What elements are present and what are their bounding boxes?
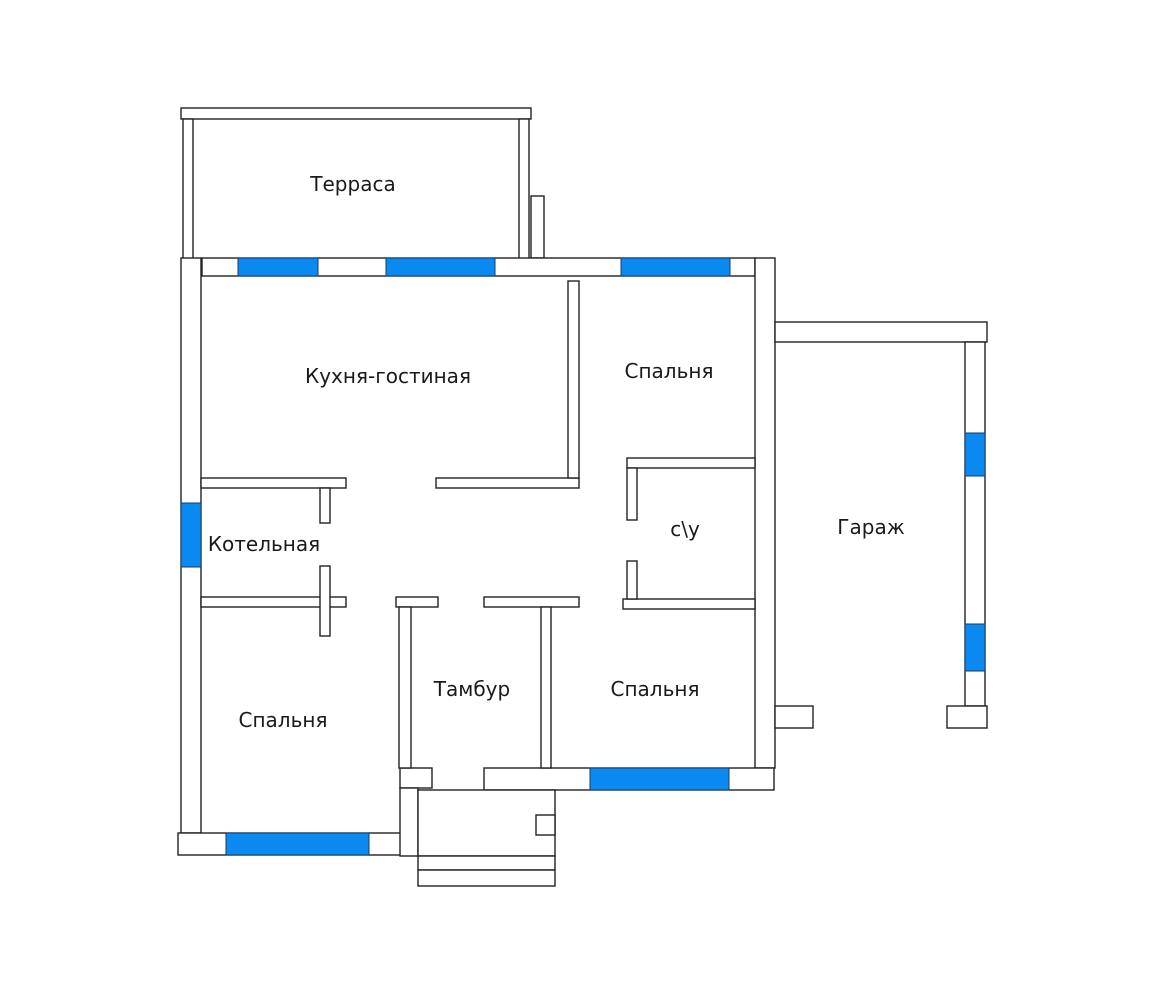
window <box>620 257 731 277</box>
terrace-walls <box>180 107 545 260</box>
window <box>964 432 986 477</box>
room-label-terrace: Терраса <box>310 172 396 196</box>
room-label-garage: Гараж <box>837 515 905 539</box>
windows <box>180 257 986 856</box>
east-wall <box>754 257 776 769</box>
interior-walls <box>200 280 756 769</box>
window <box>180 502 202 568</box>
room-label-bedroom-ne: Спальня <box>624 359 714 383</box>
porch <box>399 787 556 887</box>
window <box>385 257 496 277</box>
room-label-bedroom-s: Спальня <box>610 677 700 701</box>
window <box>964 623 986 672</box>
window <box>225 832 370 856</box>
room-label-vestibule: Тамбур <box>433 677 511 701</box>
room-label-wc: с\у <box>670 517 700 541</box>
room-label-boiler: Котельная <box>207 532 321 556</box>
room-label-kitchen-living: Кухня-гостиная <box>305 364 471 388</box>
room-label-bedroom-sw: Спальня <box>238 708 328 732</box>
window <box>589 767 730 791</box>
window <box>237 257 319 277</box>
